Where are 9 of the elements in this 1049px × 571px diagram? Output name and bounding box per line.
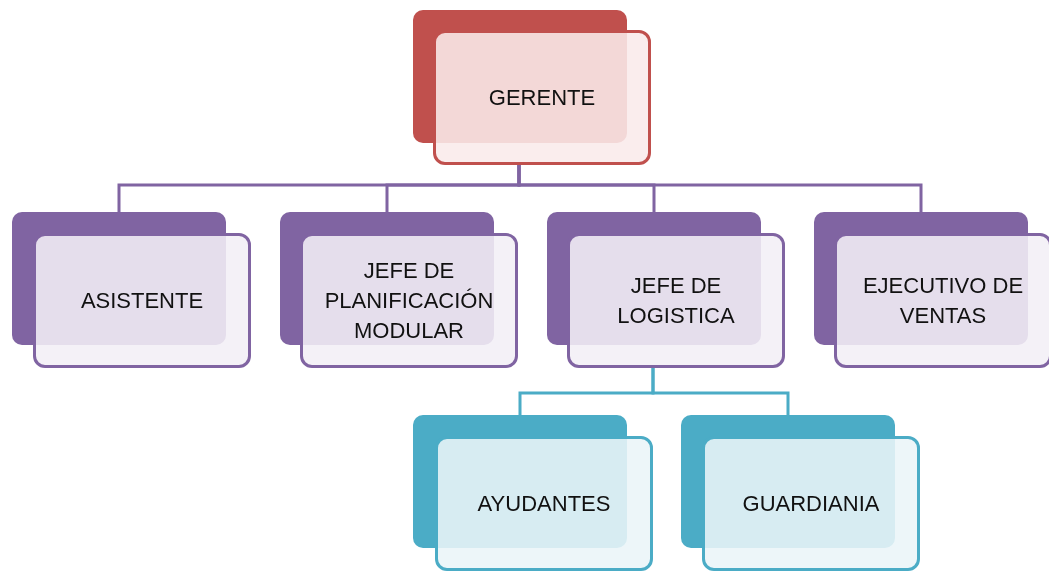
box-label: GERENTE	[488, 83, 596, 112]
box-label: JEFE DE PLANIFICACIÓN MODULAR	[323, 256, 495, 345]
box-label: EJECUTIVO DE VENTAS	[861, 271, 1025, 330]
connector-line	[651, 368, 790, 415]
box-label: GUARDIANIA	[742, 489, 880, 518]
connector-line	[517, 165, 923, 212]
box-label: JEFE DE LOGISTICA	[616, 271, 736, 330]
box-label: AYUDANTES	[477, 489, 611, 518]
box-label: ASISTENTE	[80, 286, 204, 315]
